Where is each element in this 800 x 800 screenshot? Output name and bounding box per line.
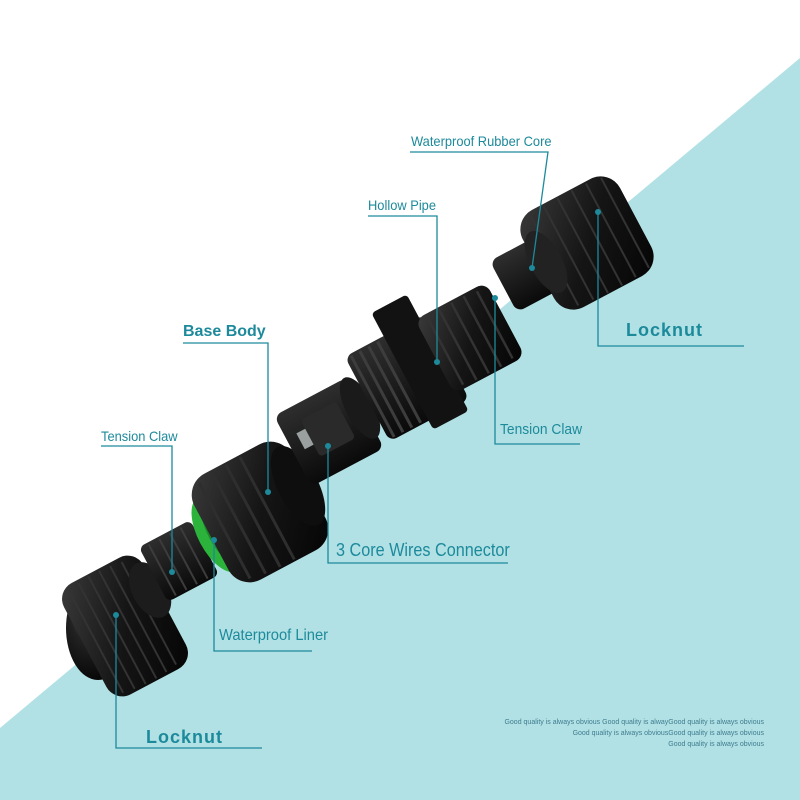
left-tension-claw	[140, 522, 218, 600]
label-three-core-connector: 3 Core Wires Connector	[336, 540, 510, 560]
watermark-line-2: Good quality is always obviousGood quali…	[572, 730, 764, 737]
watermark-line-1: Good quality is always obvious Good qual…	[504, 719, 764, 726]
label-waterproof-rubber-core: Waterproof Rubber Core	[411, 133, 552, 149]
watermark-line-3: Good quality is always obvious	[668, 741, 764, 748]
hollow-pipe	[347, 285, 522, 439]
left-locknut	[62, 555, 188, 697]
label-tension-claw-right: Tension Claw	[500, 421, 583, 438]
label-locknut-right: Locknut	[626, 320, 703, 340]
label-locknut-left: Locknut	[146, 727, 223, 747]
leader-dots	[113, 209, 601, 618]
label-tension-claw-left: Tension Claw	[101, 428, 178, 444]
label-hollow-pipe: Hollow Pipe	[368, 197, 437, 213]
base-body	[191, 441, 329, 583]
three-core-connector	[276, 377, 382, 484]
leader-lines	[101, 151, 744, 749]
label-base-body: Base Body	[183, 323, 266, 340]
label-waterproof-liner: Waterproof Liner	[219, 627, 329, 644]
